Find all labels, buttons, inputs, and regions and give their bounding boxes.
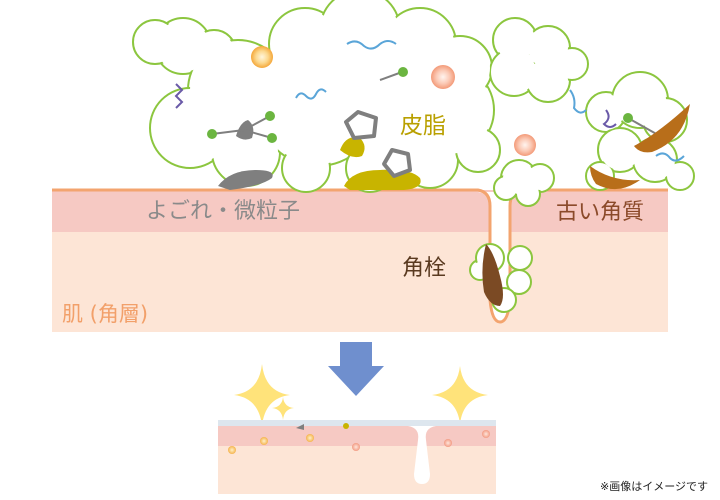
image-note: ※画像はイメージです: [600, 480, 708, 493]
squiggle: [569, 89, 587, 114]
keratin-plug: [482, 244, 503, 306]
molecule-node: [623, 113, 633, 123]
pink-ball: [514, 134, 536, 156]
squiggle: [174, 83, 184, 109]
sparkle-icon: [432, 366, 488, 424]
orange-ball: [251, 46, 273, 68]
sebum-label: 皮脂: [400, 113, 446, 139]
down-arrow: [328, 342, 384, 396]
squiggle: [602, 109, 617, 128]
old-keratin-flake: [590, 166, 640, 190]
clean-skin-section: [218, 420, 496, 494]
particles: [174, 40, 690, 306]
squiggle: [655, 152, 685, 162]
molecule-node: [207, 129, 217, 139]
sparkle-icon: [272, 397, 294, 420]
pink-ball: [431, 65, 455, 89]
skin-label: 肌 (角層): [62, 302, 149, 326]
dirt-particle: [218, 170, 273, 190]
pentagon-particle: [344, 110, 378, 140]
skin-section: [52, 188, 668, 332]
pentagon-particle: [382, 148, 412, 178]
sparkle-icon: [234, 364, 290, 426]
squiggle: [295, 88, 327, 100]
molecule-node: [265, 111, 275, 121]
clean-skin-film: [218, 420, 496, 426]
clean-skin-top-band: [218, 424, 496, 446]
clean-pore: [408, 426, 436, 484]
dirt-label: よごれ・微粒子: [146, 199, 301, 224]
sparkles: [234, 364, 488, 426]
old-keratin-flake: [634, 104, 690, 153]
keratin-plug-label: 角栓: [402, 256, 447, 281]
old-keratin-label: 古い角質: [556, 200, 645, 225]
molecule-node: [267, 133, 277, 143]
squiggle: [346, 40, 397, 50]
skin-top-band: [52, 190, 668, 232]
sebum-blob: [340, 137, 365, 158]
molecule-node: [398, 67, 408, 77]
